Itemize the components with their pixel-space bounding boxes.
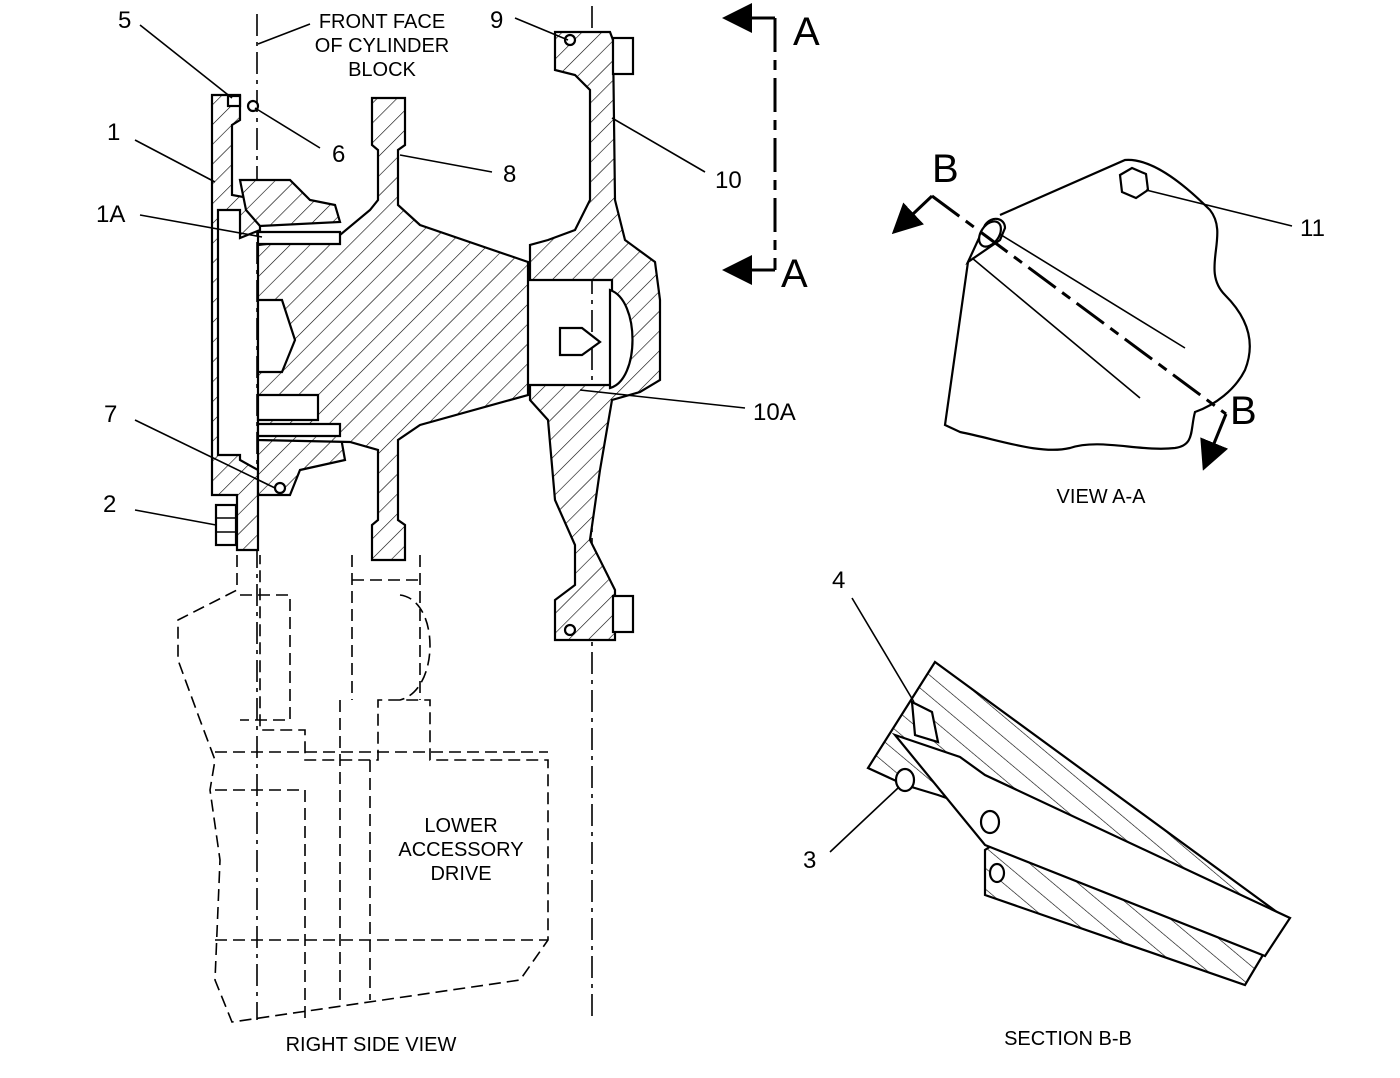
damper-cup [608, 288, 634, 390]
plug-b [979, 809, 1001, 835]
upper-bearing [256, 230, 342, 246]
tube-body [971, 224, 1186, 399]
seal-5 [226, 94, 242, 108]
section-b-b-bore [891, 732, 1292, 958]
leader-front-face [257, 23, 311, 45]
lower-bearing [256, 422, 342, 438]
crankshaft-adapter [528, 30, 662, 642]
leader-3 [829, 787, 899, 853]
callout-8: 8 [503, 161, 516, 188]
callout-2: 2 [103, 491, 116, 518]
leader-5 [139, 24, 233, 99]
callout-10: 10 [715, 167, 742, 194]
bolt-bore [256, 393, 320, 422]
leader-9 [514, 17, 569, 41]
caption-section-b-b: SECTION B-B [1004, 1028, 1132, 1050]
lower-accessory-label-3: DRIVE [430, 863, 491, 885]
accessory-drive-lines [215, 700, 548, 1000]
callout-4: 4 [832, 567, 845, 594]
o-ring-lower [563, 623, 577, 637]
leader-10 [611, 117, 706, 173]
front-cover [210, 93, 262, 552]
accessory-curve [399, 594, 431, 701]
callout-6: 6 [332, 141, 345, 168]
lower-bolt [611, 594, 635, 634]
leader-8 [399, 154, 493, 173]
bolt-11 [1118, 166, 1150, 200]
leader-10a [579, 389, 746, 409]
tube-opening [977, 220, 1003, 248]
callout-5: 5 [118, 7, 131, 34]
lower-accessory-label-2: ACCESSORY [398, 839, 523, 861]
plug-c [988, 862, 1006, 884]
callout-9: 9 [490, 7, 503, 34]
callout-1a: 1A [96, 201, 125, 228]
upper-bolt [611, 36, 635, 76]
section-b-b: 4 3 SECTION B-B [803, 567, 1292, 1050]
section-line-b-b [931, 194, 1227, 416]
o-ring-9 [563, 33, 577, 47]
callout-3: 3 [803, 847, 816, 874]
accessory-shaft-outline [351, 555, 421, 700]
plug-3 [894, 767, 916, 793]
front-face-label-2: OF CYLINDER [315, 35, 449, 57]
cover-inner-flange [238, 178, 342, 228]
callout-7: 7 [104, 401, 117, 428]
o-ring-7 [273, 481, 287, 495]
caption-view-a-a: VIEW A-A [1057, 486, 1147, 508]
callout-11: 11 [1300, 215, 1325, 242]
block-lower-lines [215, 789, 306, 1018]
view-a-a-outline [943, 158, 1251, 451]
leader-11 [1145, 189, 1293, 227]
section-marker-b-top: B [932, 147, 959, 191]
section-marker-a-top: A [793, 10, 820, 54]
front-face-label-3: BLOCK [348, 59, 416, 81]
lower-accessory-label-1: LOWER [424, 815, 497, 837]
callout-10a: 10A [753, 399, 796, 426]
cover-bolt [214, 503, 238, 547]
leader-1a [139, 214, 263, 238]
leader-2 [134, 509, 217, 526]
cylinder-block-outline [177, 555, 549, 1023]
adapter-bore [558, 326, 602, 357]
idler-gear-hub [256, 96, 530, 562]
section-marker-a-bottom: A [781, 252, 808, 296]
leader-6 [254, 107, 321, 149]
view-a-a: 11 B B VIEW A-A [891, 147, 1325, 508]
plug-4 [910, 700, 940, 744]
callout-1: 1 [107, 119, 120, 146]
right-side-view: 5 6 1 1A 8 9 10 10A 7 2 A A FRONT FACE O… [96, 3, 820, 1056]
leader-1 [134, 139, 216, 183]
leader-7 [134, 419, 276, 489]
section-marker-b-bottom: B [1230, 389, 1257, 433]
leader-4 [851, 597, 915, 703]
front-face-label-1: FRONT FACE [319, 11, 445, 33]
shaft-bore [256, 298, 297, 374]
block-cavity-outline [240, 594, 291, 721]
caption-right-side-view: RIGHT SIDE VIEW [286, 1034, 457, 1056]
